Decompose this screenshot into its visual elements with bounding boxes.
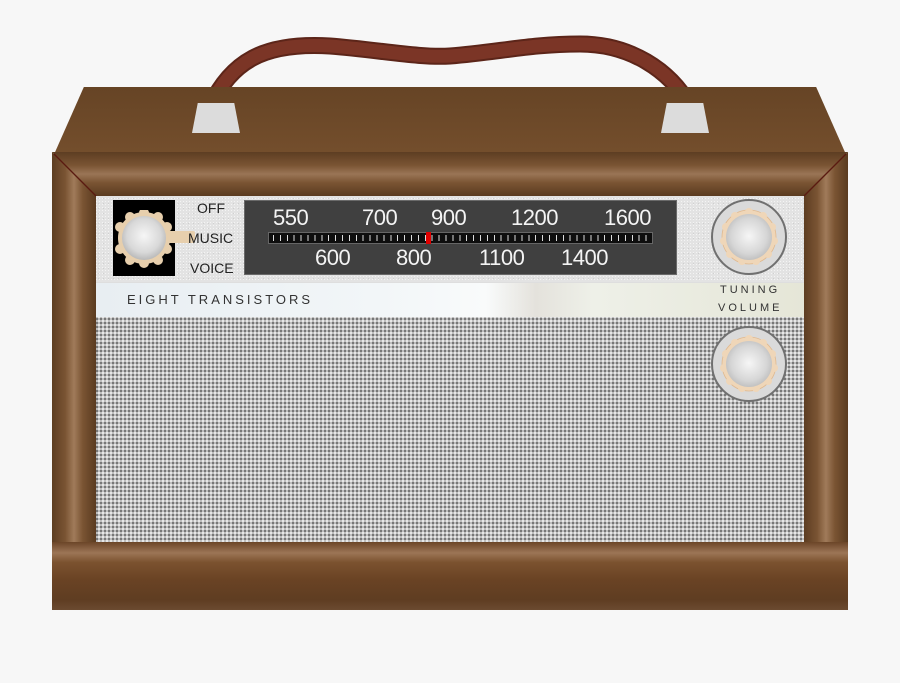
frame-miter-lines bbox=[53, 153, 847, 197]
tuning-needle bbox=[426, 232, 431, 244]
mode-selector-knob[interactable] bbox=[110, 210, 200, 270]
handle-bracket-right bbox=[661, 103, 709, 133]
volume-label: VOLUME bbox=[718, 302, 783, 314]
mode-option-off[interactable]: OFF bbox=[197, 200, 225, 216]
tuning-knob-face bbox=[720, 208, 778, 265]
dial-mark-1600: 1600 bbox=[604, 205, 651, 230]
dial-mark-1400: 1400 bbox=[561, 245, 608, 270]
tuning-scale bbox=[268, 232, 653, 244]
case-base bbox=[52, 542, 848, 610]
dial-mark-1200: 1200 bbox=[511, 205, 558, 230]
mode-option-music[interactable]: MUSIC bbox=[188, 230, 234, 246]
frame-right bbox=[804, 152, 848, 544]
volume-knob[interactable] bbox=[711, 326, 787, 402]
mode-option-voice[interactable]: VOICE bbox=[190, 260, 234, 276]
volume-knob-face bbox=[720, 335, 778, 392]
frame-left bbox=[52, 152, 96, 544]
dial-mark-600: 600 bbox=[315, 245, 351, 270]
speaker-grille bbox=[95, 317, 806, 542]
tuning-label: TUNING bbox=[720, 284, 781, 296]
dial-mark-550: 550 bbox=[273, 205, 309, 230]
carry-handle[interactable] bbox=[0, 0, 900, 140]
dial-mark-700: 700 bbox=[362, 205, 398, 230]
tuning-knob[interactable] bbox=[711, 199, 787, 275]
dial-mark-1100: 1100 bbox=[479, 245, 525, 270]
dial-mark-900: 900 bbox=[431, 205, 467, 230]
frame-top bbox=[52, 152, 848, 196]
handle-bracket-left bbox=[192, 103, 240, 133]
case-top bbox=[52, 87, 848, 159]
dial-mark-800: 800 bbox=[396, 245, 432, 270]
label-band bbox=[95, 283, 806, 317]
model-label: EIGHT TRANSISTORS bbox=[127, 292, 314, 307]
